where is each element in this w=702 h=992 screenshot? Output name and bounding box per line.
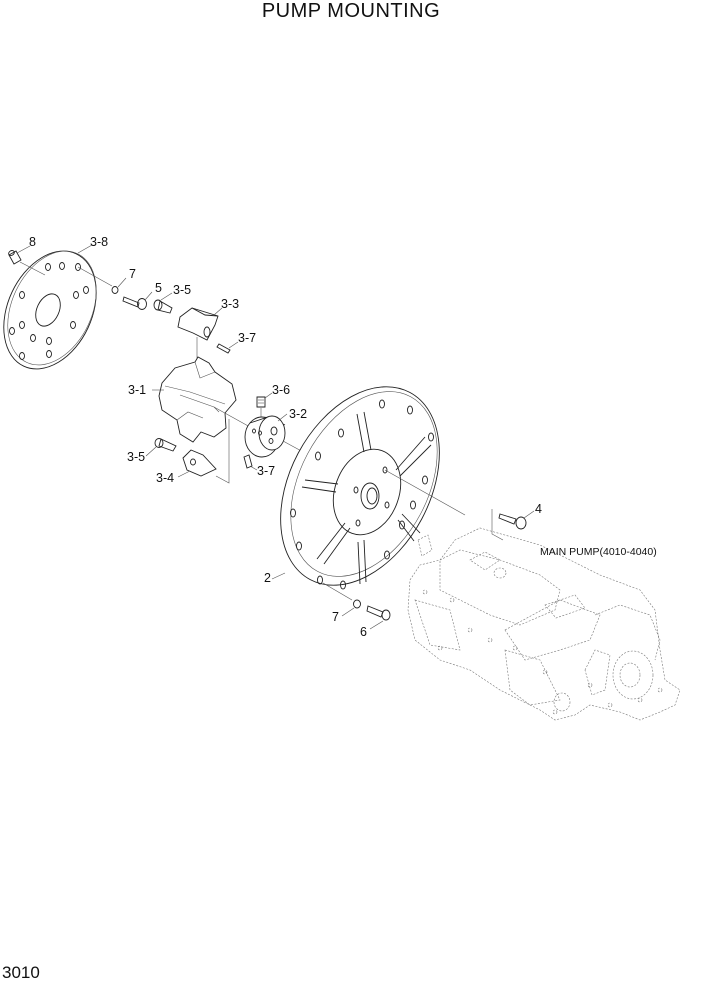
- key-block-part-3-3: [177, 307, 223, 363]
- bolt-part-3-5-top: [153, 292, 173, 314]
- callout-3-1: 3-1: [128, 383, 147, 397]
- coupling-flange-part-2: [271, 386, 466, 601]
- pin-part-3-7-top: [216, 341, 239, 354]
- key-block-part-3-4: [177, 419, 230, 484]
- callout-2: 2: [264, 571, 271, 585]
- washer-part-7-bottom: [353, 599, 361, 609]
- set-screw-part-3-6: [256, 392, 273, 418]
- pin-part-8: [8, 245, 46, 276]
- coupling-element-part-3-1: [152, 356, 251, 443]
- callout-4: 4: [535, 502, 542, 516]
- pin-part-3-7-lower: [243, 454, 258, 471]
- bolt-part-6: [366, 605, 391, 630]
- plate-disc-part-3-8: [3, 250, 97, 370]
- bolt-part-3-5-lower: [145, 438, 177, 457]
- callout-3-8: 3-8: [90, 235, 109, 249]
- main-pump-label: MAIN PUMP(4010-4040): [540, 546, 657, 558]
- main-pump-assembly: [407, 527, 681, 721]
- callout-3-3: 3-3: [221, 297, 240, 311]
- bolt-part-4: [491, 509, 535, 541]
- callout-3-2: 3-2: [289, 407, 308, 421]
- page-title: PUMP MOUNTING: [261, 0, 441, 22]
- callout-3-4: 3-4: [156, 471, 175, 485]
- bolt-part-5: [122, 291, 153, 310]
- callout-7-top: 7: [129, 267, 136, 281]
- callout-3-5-top: 3-5: [173, 283, 192, 297]
- callout-6: 6: [360, 625, 367, 639]
- hub-part-3-2: [244, 413, 306, 458]
- page-number: 3010: [2, 963, 40, 982]
- callout-3-7-top: 3-7: [238, 331, 257, 345]
- callout-8: 8: [29, 235, 36, 249]
- washer-part-7-top: [111, 286, 119, 294]
- callout-5: 5: [155, 281, 162, 295]
- callout-7-bottom: 7: [332, 610, 339, 624]
- callout-3-6: 3-6: [272, 383, 291, 397]
- callout-3-5-lower: 3-5: [127, 450, 146, 464]
- callout-3-7-lower: 3-7: [257, 464, 276, 478]
